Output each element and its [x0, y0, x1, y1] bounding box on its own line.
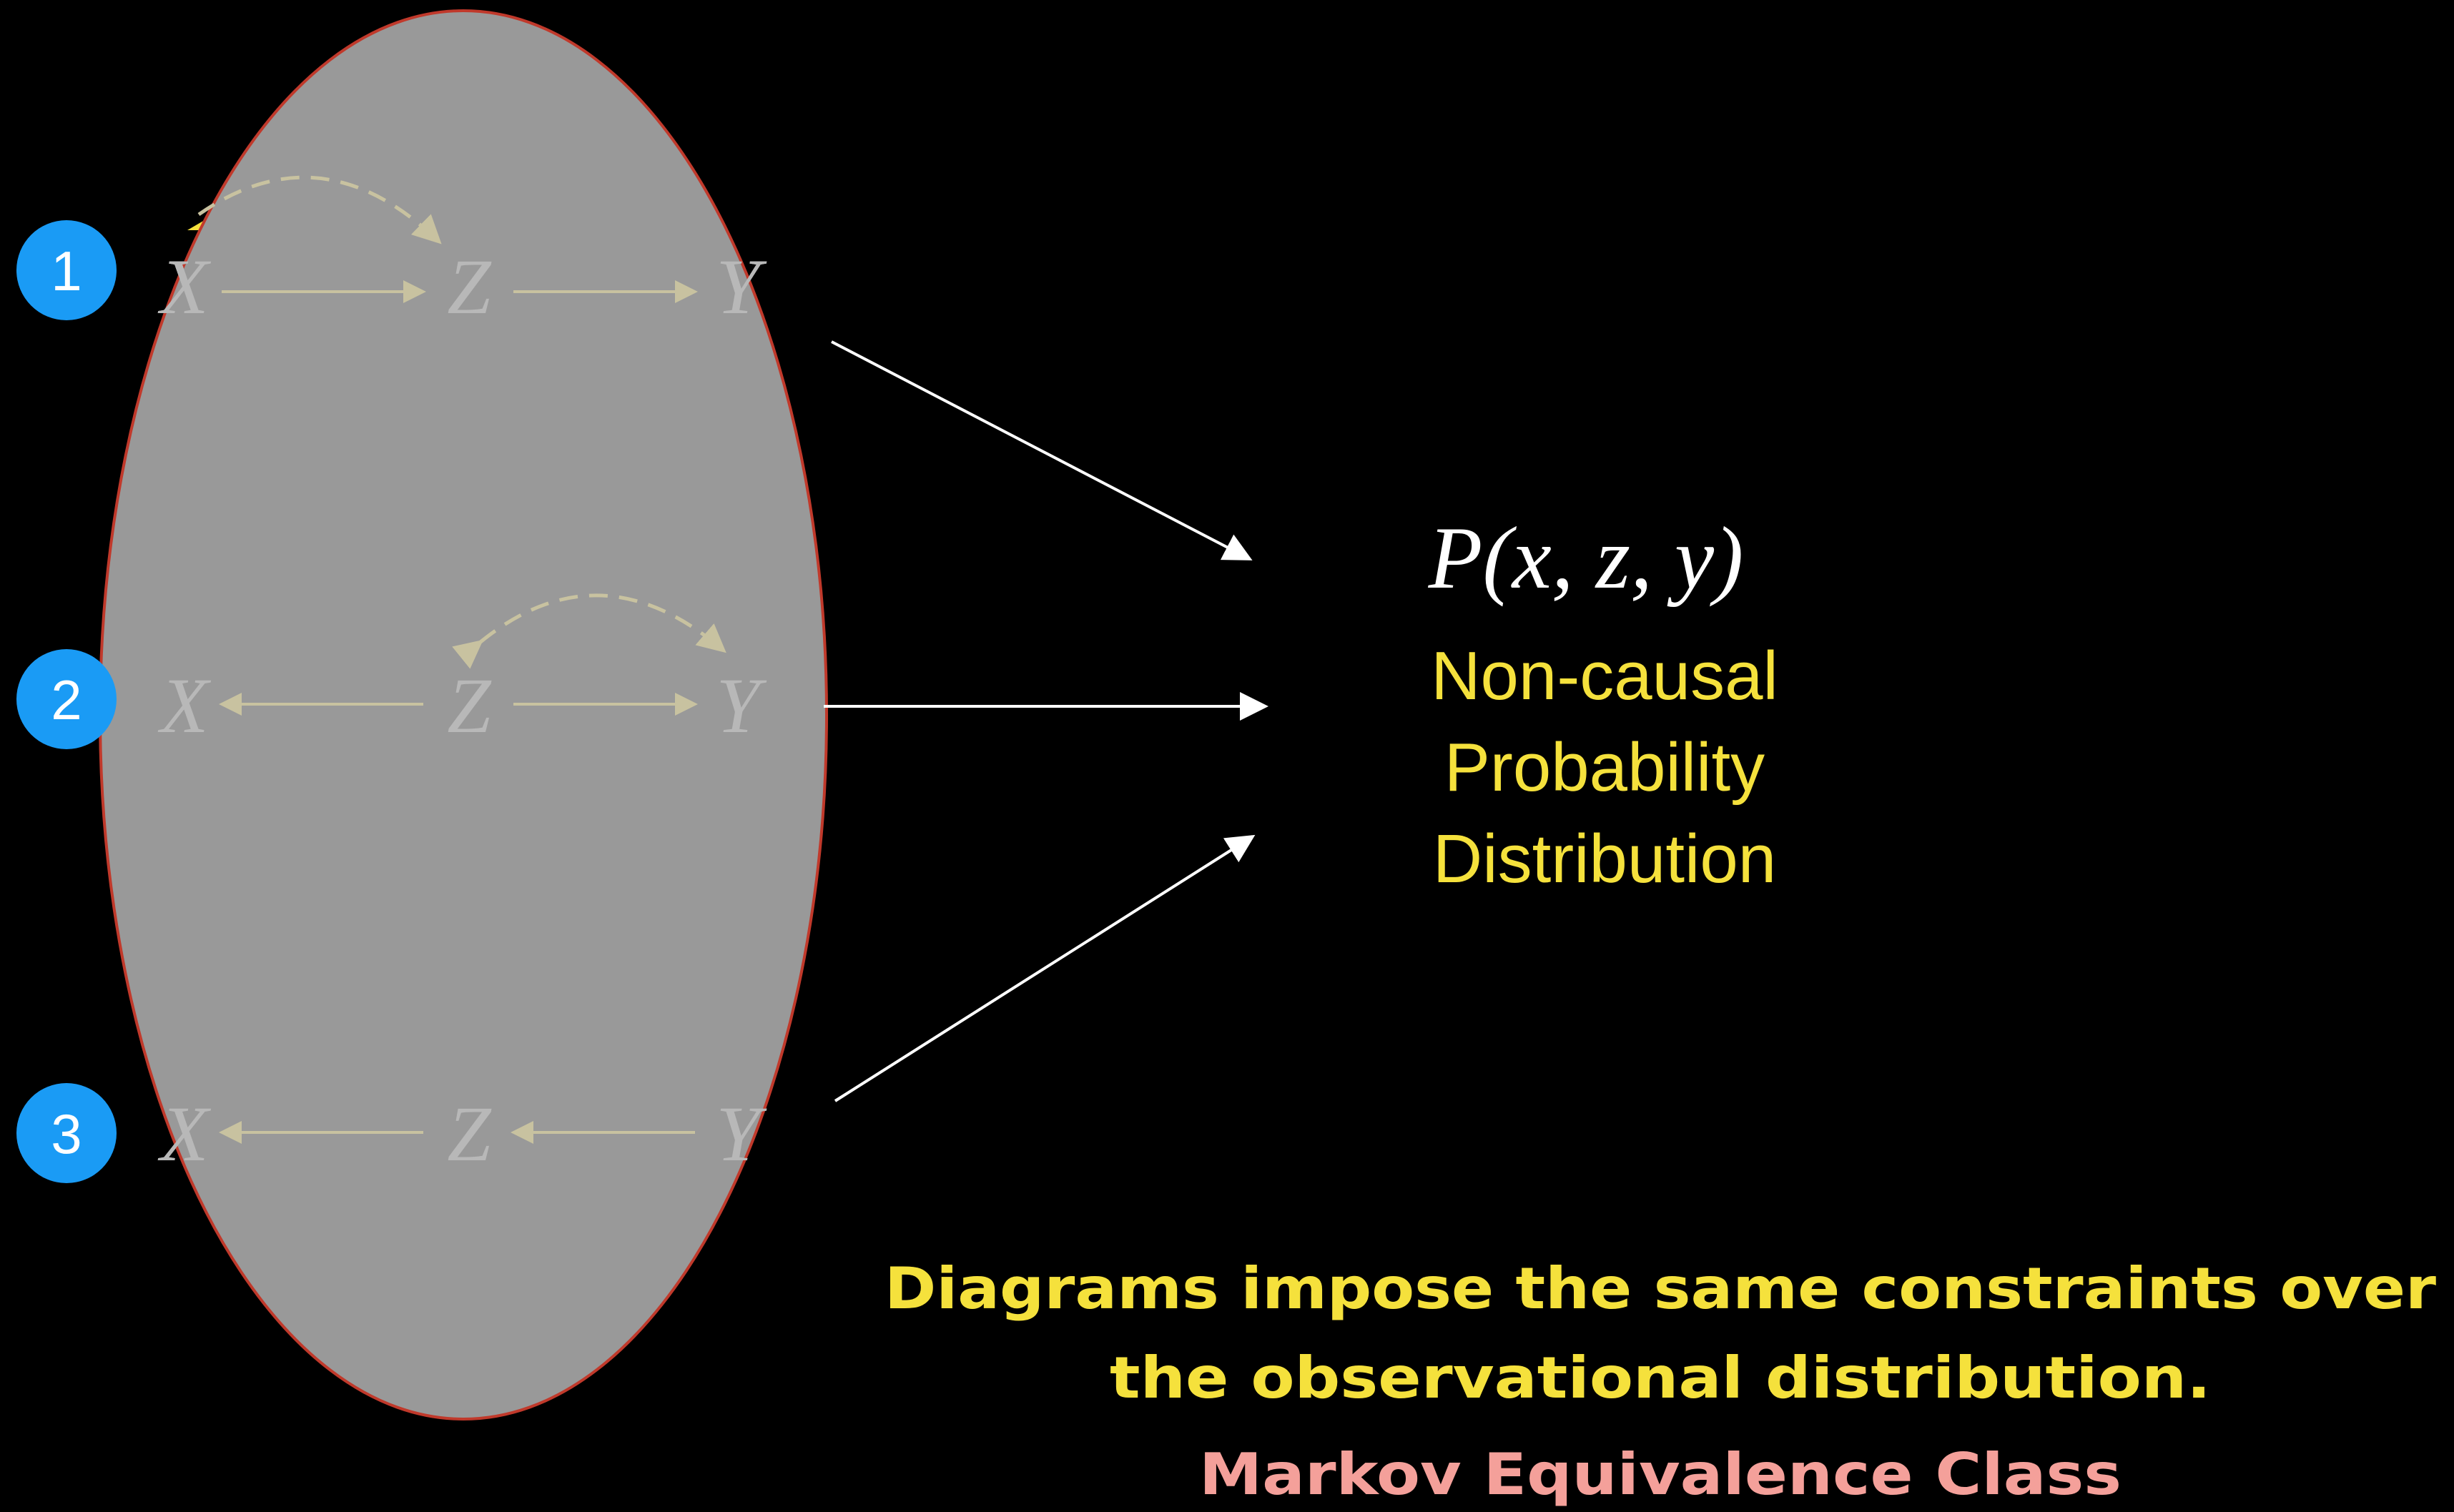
distribution-line-2: Probability	[1444, 729, 1765, 806]
distribution-block: P(x, z, y) Non-causal Probability Distri…	[1428, 509, 1778, 897]
node-z: Z	[447, 243, 492, 330]
mapping-arrows	[824, 340, 1268, 1102]
node-x: X	[157, 662, 211, 749]
node-z: Z	[447, 662, 492, 749]
bidirected-z-y	[452, 593, 726, 669]
node-y: Y	[716, 243, 767, 330]
badge-1-label: 1	[51, 239, 82, 302]
caption: Diagrams impose the same constraints ove…	[884, 1255, 2437, 1508]
arrow-diagram-3-to-distribution	[834, 834, 1256, 1102]
badge-1	[16, 220, 117, 320]
badge-2	[16, 649, 117, 749]
node-y: Y	[716, 662, 767, 749]
distribution-line-1: Non-causal	[1431, 638, 1778, 714]
diagram-2: 2 X Z Y	[16, 593, 767, 749]
caption-line-2: the observational distribution.	[1110, 1345, 2211, 1411]
diagram-1: 1 X Z Y	[16, 175, 767, 330]
node-x: X	[157, 1090, 211, 1177]
diagram-3: 3 X Z Y	[16, 1083, 767, 1183]
caption-line-3: Markov Equivalence Class	[1199, 1441, 2122, 1508]
node-x: X	[157, 243, 211, 330]
arrow-diagram-1-to-distribution	[831, 340, 1253, 560]
badge-2-label: 2	[51, 668, 82, 731]
badge-3-label: 3	[51, 1102, 82, 1165]
badge-3	[16, 1083, 117, 1183]
node-z: Z	[447, 1090, 492, 1177]
distribution-line-3: Distribution	[1433, 821, 1776, 897]
bidirected-x-z	[197, 175, 442, 244]
node-y: Y	[716, 1090, 767, 1177]
caption-line-1: Diagrams impose the same constraints ove…	[884, 1255, 2437, 1322]
distribution-formula: P(x, z, y)	[1428, 509, 1744, 607]
